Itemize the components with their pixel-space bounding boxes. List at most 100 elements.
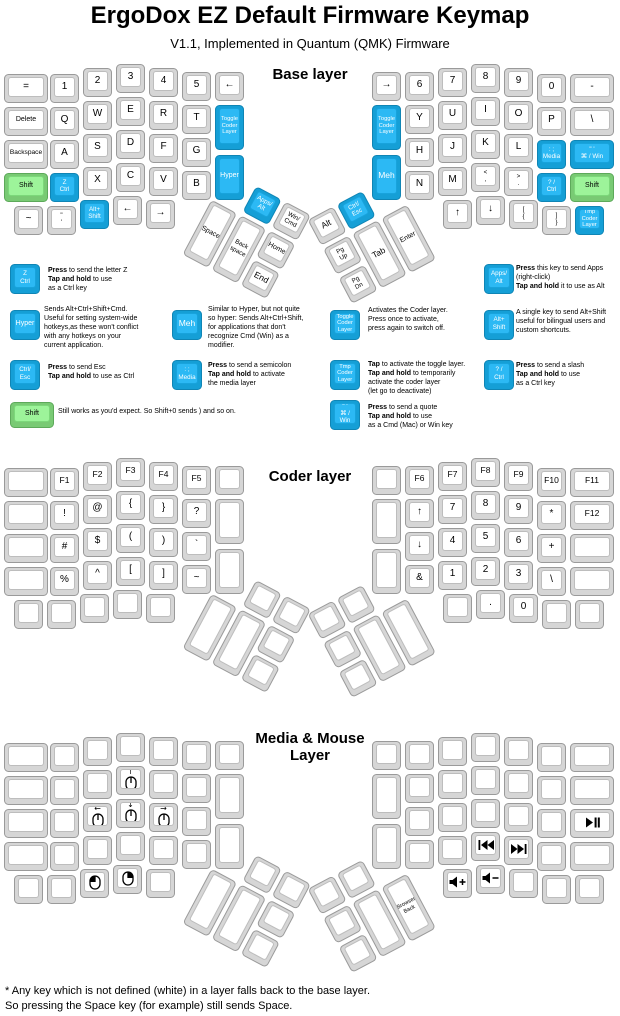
legend-key-shift: Shift [10,402,54,428]
key-m: M [438,167,467,196]
key-label [153,773,174,793]
key-label [546,603,567,623]
key-f7: F7 [438,462,467,491]
key-blank [4,468,48,497]
key-label [574,746,610,766]
key-label: 8 [475,67,496,87]
key-label: 6 [508,531,529,551]
page-subtitle: V1.1, Implemented in Quantum (QMK) Firmw… [170,36,450,51]
key-volume-up [443,869,472,898]
key-label: Tmp Coder Layer [579,209,600,229]
key-blank [570,842,614,871]
key-blank [575,600,604,629]
key-label [341,863,370,892]
key-y: Y [405,105,434,134]
key-label [117,593,138,613]
key-c: C [116,163,145,192]
key-symbol: ` [182,532,211,561]
key-symbol: > . [504,167,533,196]
key-blank [113,590,142,619]
key-label [219,777,240,813]
volume-up-icon [449,876,466,888]
key-9: 9 [504,495,533,524]
mouse-down-icon: ↓ [124,803,137,821]
mouse-down-icon-face: ↓ [120,802,141,822]
key-label: Backspace [8,143,44,163]
key-label [84,597,105,617]
legend-key-media: : ; Media [172,360,202,390]
key-backspace: Backspace [4,140,48,169]
key-label: ] } [546,209,567,229]
key-h: H [405,138,434,167]
key-media: : ; Media [537,140,566,169]
key-label [87,839,108,859]
key-0: 0 [509,594,538,623]
key-f4: F4 [149,462,178,491]
key-label: F4 [153,465,174,485]
key-label: G [186,141,207,161]
key-label: \ [541,570,562,590]
key-toggle-coder-layer: Toggle Coder Layer [372,105,401,150]
prev-track-icon [478,840,494,850]
key-label: ↑ [409,502,430,522]
key-label: M [442,170,463,190]
key-f1: F1 [50,468,79,497]
key-blank [537,776,566,805]
key-label: W [87,104,108,124]
key-label: 9 [508,498,529,518]
volume-up-icon-face [447,872,468,892]
key-label: F2 [87,465,108,485]
key-symbol: ! [50,501,79,530]
key-label: ? / Ctrl [541,176,562,196]
key-label: ↓ [480,199,501,219]
key-label [442,806,463,826]
key-label [248,584,277,612]
key-label: > . [508,170,529,190]
key-t: T [182,105,211,134]
key-blank [146,869,175,898]
key-label [219,551,240,588]
key-blank [47,600,76,629]
key-label: Meh [376,157,397,194]
key-label: Toggle Coder Layer [219,108,240,144]
key-symbol: ) [149,528,178,557]
key-label: Shift [14,405,50,422]
key-label [8,537,44,557]
volume-down-icon-face [480,868,501,888]
key-label [51,603,72,623]
key-label [409,777,430,797]
key-label [246,932,275,961]
key-p: P [537,107,566,136]
key-label: H [409,141,430,161]
key-label: 1 [54,77,75,97]
legend-text: Tap to activate the toggle layer.Tap and… [368,361,466,395]
key-label [447,597,468,617]
key-label [541,845,562,865]
key-blank [405,774,434,803]
key-f11: F11 [570,468,614,497]
key-label [442,740,463,760]
key-label [327,908,356,937]
key-label: F5 [186,469,207,489]
key-label: F6 [409,469,430,489]
key-blank [372,741,401,770]
key-symbol: % [50,567,79,596]
key-label: ↑ [447,203,468,223]
key-label [153,839,174,859]
key-f9: F9 [504,462,533,491]
key-2: 2 [471,557,500,586]
key-symbol: → [372,72,401,101]
key-label: Toggle Coder Layer [376,108,397,144]
key-play-pause [570,809,614,838]
key-label [248,859,277,887]
key-label: Meh [176,313,198,334]
key-n: N [405,171,434,200]
key-label: Ctrl/ Esc [14,363,36,384]
key-symbol: " ' [47,206,76,235]
key-f: F [149,134,178,163]
key-mouse-down: ↓ [116,799,145,828]
legend-key-win: " ' ⌘ / Win [330,400,360,430]
key-label [277,599,306,628]
key-5: 5 [182,72,211,101]
